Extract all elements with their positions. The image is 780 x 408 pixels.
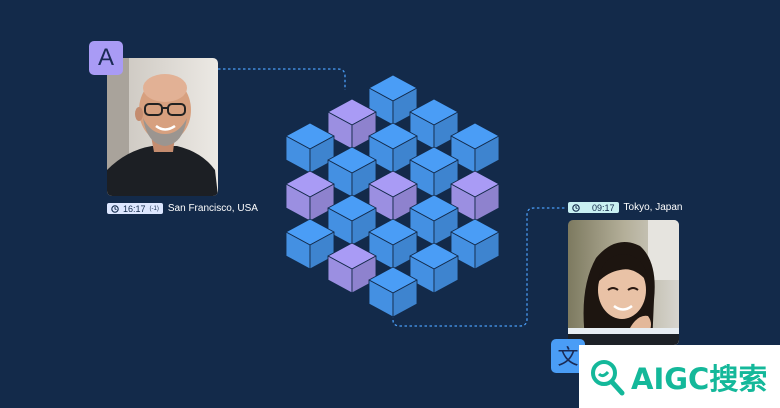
cube-blue [285, 218, 335, 270]
source-language-letter: A [97, 44, 114, 71]
target-time-chip: 09:17 [568, 202, 619, 213]
cube-blue [450, 218, 500, 270]
cube-purple [368, 170, 418, 222]
source-time: 16:17 [123, 203, 146, 214]
cube-blue [368, 218, 418, 270]
target-location: Tokyo, Japan [623, 202, 683, 213]
watermark-text: AIGC搜索 [631, 361, 768, 396]
cube-blue [368, 266, 418, 318]
cube-purple [285, 170, 335, 222]
search-icon [591, 359, 625, 395]
cube-blue [327, 194, 377, 246]
speaker-photo-left [107, 58, 218, 196]
speaker-photo-right [568, 220, 679, 345]
cube-blue [368, 74, 418, 126]
cube-blue [285, 122, 335, 174]
cube-right-face [392, 279, 418, 318]
source-time-offset: (-1) [149, 205, 159, 212]
target-caption: 09:17 Tokyo, Japan [568, 202, 682, 213]
cube-blue [368, 122, 418, 174]
cube-right-face [474, 231, 500, 270]
target-language-letter: 文 [557, 345, 579, 369]
watermark: AIGC搜索 [579, 345, 780, 408]
cube-blue [327, 146, 377, 198]
cube-purple [327, 242, 377, 294]
clock-icon [111, 204, 119, 213]
clock-icon [572, 203, 580, 212]
cube-blue [409, 98, 459, 150]
cube-blue [450, 122, 500, 174]
cube-blue [409, 242, 459, 294]
source-location: San Francisco, USA [167, 203, 258, 214]
source-caption: 16:17(-1) San Francisco, USA [107, 203, 258, 214]
target-time: 09:17 [592, 202, 615, 213]
cube-right-face [433, 255, 459, 294]
source-time-chip: 16:17(-1) [107, 203, 163, 214]
cube-blue [409, 194, 459, 246]
cube-blue [409, 146, 459, 198]
source-language-badge: A [89, 41, 123, 75]
cube-right-face [309, 231, 335, 270]
cube-right-face [351, 255, 377, 294]
